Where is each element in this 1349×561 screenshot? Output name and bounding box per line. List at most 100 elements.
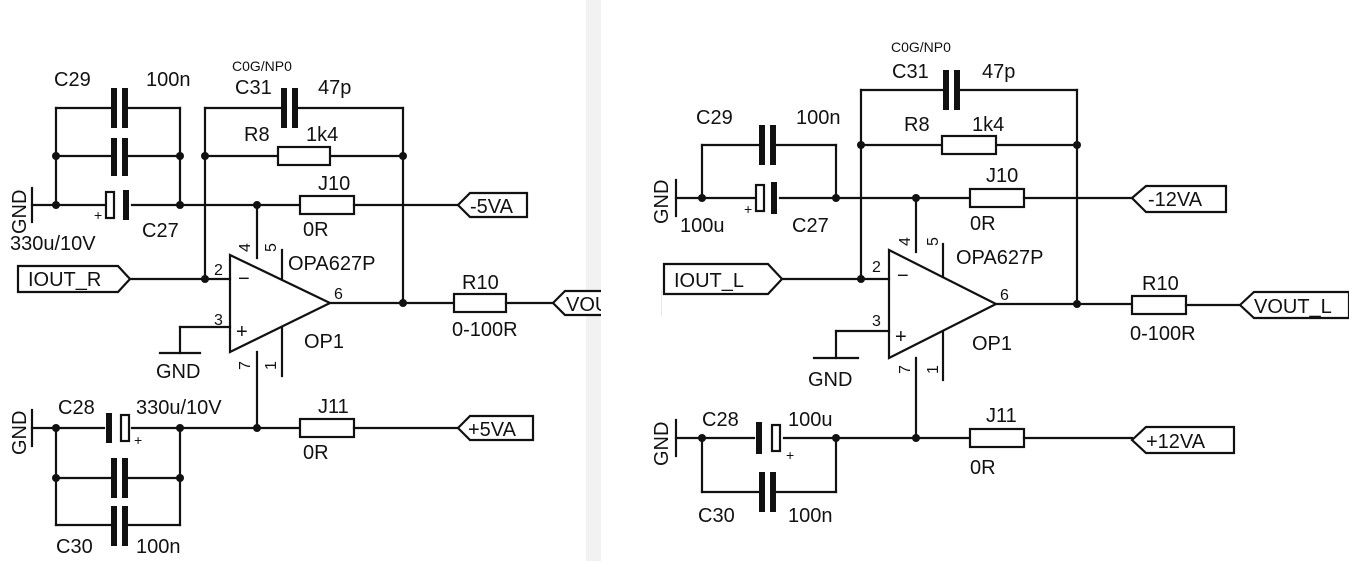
left-opamp-ref: OP1: [304, 331, 344, 353]
right-c29-symbol: [759, 125, 776, 165]
right-j11-ref: J11: [986, 405, 1017, 427]
right-junctions: [698, 141, 1081, 442]
right-c30-ref: C30: [698, 505, 735, 527]
left-r8-ref: R8: [244, 124, 270, 146]
left-j11-symbol: [298, 417, 356, 439]
left-c29-ref: C29: [54, 69, 91, 91]
right-c28-symbol: [756, 422, 782, 454]
left-r10-ref: R10: [462, 272, 499, 294]
left-opamp-plus: +: [236, 321, 248, 343]
right-c28-value: 100u: [788, 409, 833, 431]
left-c30-symbol: [111, 458, 128, 546]
left-pin1-num: 1: [263, 361, 280, 370]
right-c31-value: 47p: [982, 61, 1015, 83]
right-c31-type: C0G/NP0: [891, 39, 951, 55]
right-c28-plus: +: [786, 447, 794, 463]
right-c30-value: 100n: [788, 505, 833, 527]
left-c28-ref: C28: [58, 397, 95, 419]
left-c31-symbol: [281, 88, 298, 128]
left-pin6-num: 6: [334, 286, 343, 303]
right-gnd-opamp-label: GND: [808, 369, 852, 391]
left-net-pos-flag: [456, 414, 535, 442]
right-schematic: GND + C29 100n 100u C27: [651, 39, 1349, 527]
left-c31-value: 47p: [318, 77, 351, 99]
left-c31-ref: C31: [235, 77, 272, 99]
left-gnd-bottom-label: GND: [9, 411, 31, 455]
right-c27-ref: C27: [792, 215, 829, 237]
left-r10-value: 0-100R: [452, 319, 518, 341]
right-opamp-part: OPA627P: [956, 247, 1043, 269]
right-pin3-num: 3: [872, 313, 881, 330]
right-j11-value: 0R: [970, 457, 996, 479]
right-net-in-label: IOUT_L: [674, 270, 744, 292]
right-c28-c30-wiring: [700, 356, 972, 494]
left-net-neg-flag: [456, 191, 529, 219]
left-c30-ref: C30: [56, 536, 93, 558]
left-c27-plus: +: [94, 207, 102, 223]
left-c30-value: 100n: [136, 536, 181, 558]
right-pin6-num: 6: [1000, 287, 1009, 304]
left-r8-symbol: [276, 145, 332, 167]
right-opamp-minus: −: [897, 265, 909, 287]
left-c28-value: 330u/10V: [136, 397, 222, 419]
left-c27-ref: C27: [142, 220, 179, 242]
left-pin5-num: 5: [263, 243, 280, 252]
left-c31-type: C0G/NP0: [232, 58, 292, 74]
left-net-in-flag: [16, 264, 132, 294]
right-net-neg-label: -12VA: [1148, 189, 1203, 211]
left-r8-value: 1k4: [306, 124, 338, 146]
right-gnd-top-label: GND: [651, 180, 673, 224]
left-c29-symbol: [111, 88, 128, 176]
right-r8-value: 1k4: [972, 114, 1004, 136]
right-net-neg-flag: [1130, 184, 1228, 214]
right-r10-value: 0-100R: [1130, 323, 1196, 345]
right-j11-symbol: [968, 427, 1026, 449]
right-gnd-top-symbol: [674, 178, 704, 218]
left-net-pos-label: +5VA: [468, 419, 517, 441]
left-opamp-symbol: [228, 253, 333, 354]
right-c31-symbol: [943, 70, 960, 110]
right-pin7-num: 7: [897, 365, 914, 374]
left-c27-value: 330u/10V: [10, 233, 96, 255]
right-c31-ref: C31: [892, 61, 929, 83]
right-pin4-num: 4: [897, 237, 914, 246]
right-c30-symbol: [759, 472, 776, 512]
right-c28-ref: C28: [702, 409, 739, 431]
right-j10-value: 0R: [970, 213, 996, 235]
left-net-neg-label: -5VA: [470, 196, 514, 218]
right-j10-ref: J10: [986, 165, 1018, 187]
left-r10-symbol: [452, 292, 508, 314]
left-net-in-label: IOUT_R: [28, 269, 101, 291]
right-gnd-bottom-label: GND: [651, 422, 673, 466]
right-net-pos-label: +12VA: [1146, 431, 1206, 453]
left-j11-ref: J11: [318, 396, 349, 418]
right-opamp-ref: OP1: [972, 333, 1012, 355]
left-gnd-opamp-label: GND: [156, 361, 200, 383]
left-pin7-num: 7: [237, 361, 254, 370]
right-r10-symbol: [1130, 294, 1188, 316]
left-c28-c30-wiring: [54, 350, 302, 527]
right-net-out-label: VOUT_L: [1254, 296, 1332, 318]
right-c29-value: 100n: [796, 107, 841, 129]
left-gnd-opamp-symbol: [158, 325, 232, 355]
left-gnd-top-label: GND: [9, 190, 31, 234]
right-c29-c27-wiring: [700, 143, 972, 200]
left-c27-symbol: [104, 190, 129, 220]
page-gutter: [586, 0, 601, 561]
left-pin4-num: 4: [237, 243, 254, 252]
right-gnd-bottom-symbol: [674, 418, 704, 458]
left-j11-value: 0R: [303, 442, 329, 464]
left-c28-plus: +: [134, 432, 142, 448]
right-c29-ref: C29: [696, 107, 733, 129]
left-j10-symbol: [298, 194, 356, 216]
right-net-out-flag: [1238, 290, 1349, 320]
right-r8-symbol: [940, 134, 998, 156]
left-junctions: [52, 152, 407, 482]
left-c28-symbol: [106, 413, 131, 443]
right-pin2-num: 2: [872, 259, 881, 276]
right-opamp-plus: +: [895, 326, 907, 348]
right-c27-symbol: [754, 182, 777, 214]
left-opamp-part: OPA627P: [288, 253, 375, 275]
